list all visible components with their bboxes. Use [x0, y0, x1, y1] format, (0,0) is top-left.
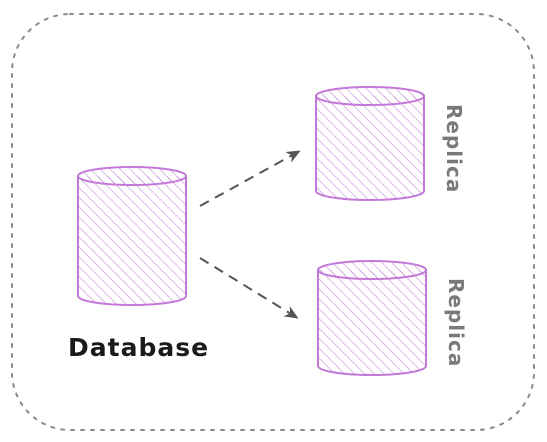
arrow-to-replica-top: [199, 150, 301, 207]
database-cylinder: [77, 166, 187, 306]
replica-bottom-cylinder: [317, 260, 427, 376]
container-boundary: [11, 13, 535, 431]
database-label: Database: [68, 333, 209, 362]
arrow-to-replica-bottom: [199, 257, 299, 319]
replica-top-cylinder: [315, 86, 425, 201]
replica-bottom-label: Replica: [444, 278, 468, 367]
replica-top-label: Replica: [442, 104, 466, 193]
